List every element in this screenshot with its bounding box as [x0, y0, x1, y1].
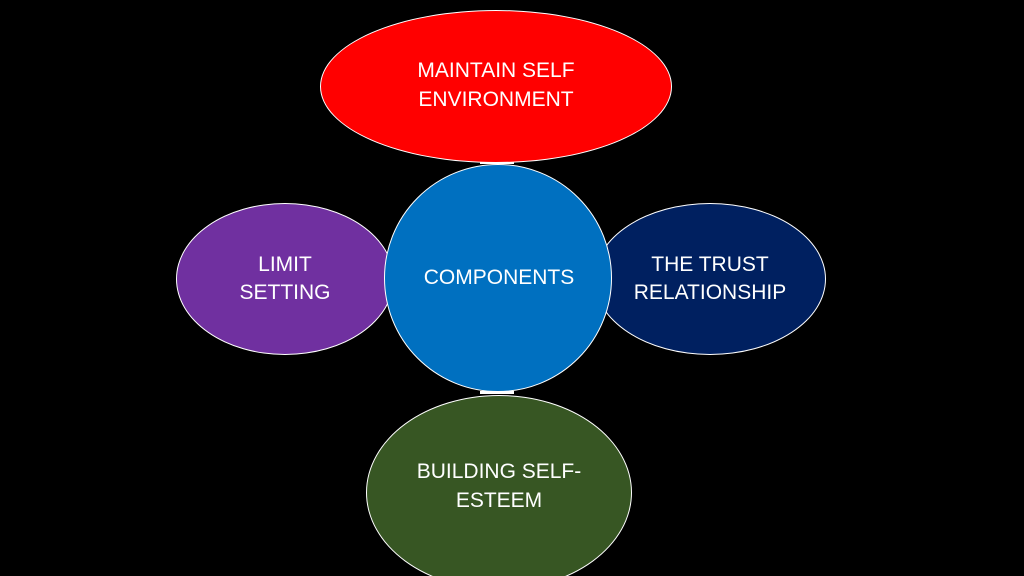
node-left-label: LIMIT SETTING	[239, 252, 331, 304]
connector-bottom	[480, 391, 514, 394]
node-trust-relationship: THE TRUST RELATIONSHIP	[594, 203, 826, 355]
node-right-label: THE TRUST RELATIONSHIP	[633, 252, 787, 304]
node-center-label: COMPONENTS	[423, 265, 575, 289]
node-top-label: MAINTAIN SELF ENVIRONMENT	[417, 59, 575, 111]
node-components-center: COMPONENTS	[384, 164, 612, 392]
node-bottom-label: BUILDING SELF- ESTEEM	[416, 460, 582, 512]
node-limit-setting: LIMIT SETTING	[176, 203, 394, 355]
node-building-self-esteem: BUILDING SELF- ESTEEM	[366, 395, 632, 576]
node-maintain-self-environment: MAINTAIN SELF ENVIRONMENT	[320, 10, 672, 163]
